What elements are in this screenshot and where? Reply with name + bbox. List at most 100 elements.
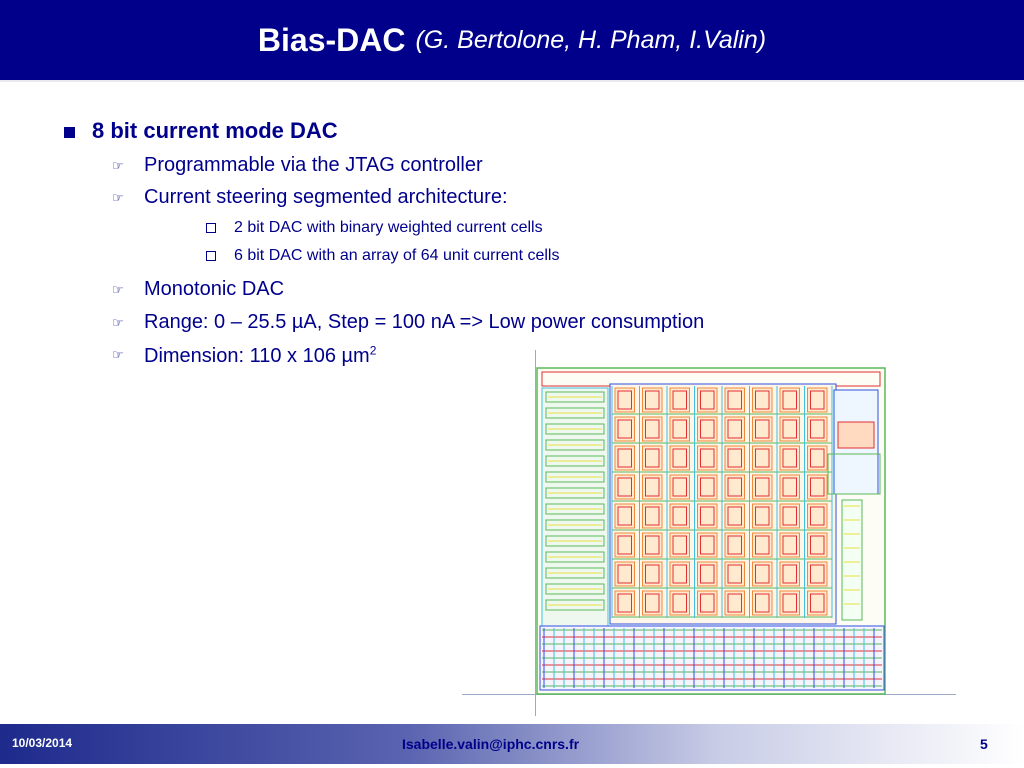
- layout-unit-inner: [810, 390, 825, 410]
- dac-layout-figure: [462, 350, 956, 716]
- layout-unit-inner: [782, 419, 797, 439]
- bullet-l3-unit: 6 bit DAC with an array of 64 unit curre…: [206, 247, 559, 265]
- layout-unit-inner: [810, 564, 825, 584]
- layout-unit-cell: [669, 387, 690, 413]
- bullet-l2-range: ☞ Range: 0 – 25.5 µA, Step = 100 nA => L…: [112, 311, 704, 334]
- hollow-square-icon: [206, 223, 216, 233]
- layout-unit-cell: [614, 590, 635, 616]
- bullet-text: 2 bit DAC with binary weighted current c…: [234, 219, 543, 236]
- layout-unit-inner: [617, 593, 632, 613]
- hand-pointer-icon: ☞: [112, 159, 124, 174]
- bullet-text: Dimension: 110 x 106 µm2: [144, 343, 377, 367]
- layout-unit-cell: [807, 532, 828, 558]
- layout-left-cell: [545, 599, 605, 611]
- layout-unit-cell: [697, 532, 718, 558]
- layout-left-cell: [545, 535, 605, 547]
- layout-unit-cell: [614, 445, 635, 471]
- layout-unit-cell: [752, 416, 773, 442]
- layout-unit-cell: [752, 445, 773, 471]
- layout-left-cell: [545, 439, 605, 451]
- layout-unit-cell: [807, 503, 828, 529]
- layout-unit-inner: [727, 506, 742, 526]
- layout-unit-cell: [779, 474, 800, 500]
- layout-unit-cell: [642, 561, 663, 587]
- layout-unit-inner: [617, 390, 632, 410]
- layout-unit-inner: [672, 564, 687, 584]
- layout-unit-cell: [614, 503, 635, 529]
- layout-unit-cell: [642, 416, 663, 442]
- layout-unit-cell: [724, 474, 745, 500]
- bullet-l3-binary: 2 bit DAC with binary weighted current c…: [206, 219, 543, 237]
- layout-unit-inner: [755, 448, 770, 468]
- layout-unit-cell: [807, 561, 828, 587]
- footer-bar: 10/03/2014 Isabelle.valin@iphc.cnrs.fr 5: [0, 724, 1024, 764]
- layout-unit-cell: [614, 532, 635, 558]
- layout-unit-inner: [645, 448, 660, 468]
- layout-unit-inner: [672, 535, 687, 555]
- bullet-l1-dac: 8 bit current mode DAC: [64, 118, 338, 144]
- footer-date: 10/03/2014: [12, 736, 73, 750]
- layout-unit-inner: [782, 477, 797, 497]
- dac-layout-image: [536, 367, 886, 695]
- bullet-text: Programmable via the JTAG controller: [144, 154, 483, 176]
- layout-unit-inner: [810, 448, 825, 468]
- layout-unit-cell: [752, 474, 773, 500]
- bullet-text: Current steering segmented architecture:: [144, 186, 508, 208]
- layout-unit-inner: [672, 448, 687, 468]
- layout-unit-cell: [642, 532, 663, 558]
- layout-right-cell: [827, 453, 881, 495]
- layout-left-cell: [545, 583, 605, 595]
- layout-unit-cell: [807, 474, 828, 500]
- layout-unit-cell: [614, 561, 635, 587]
- layout-unit-inner: [645, 535, 660, 555]
- layout-unit-inner: [672, 593, 687, 613]
- layout-unit-cell: [669, 445, 690, 471]
- layout-unit-inner: [672, 419, 687, 439]
- layout-unit-cell: [724, 561, 745, 587]
- layout-unit-inner: [617, 506, 632, 526]
- layout-unit-inner: [727, 564, 742, 584]
- layout-left-cell: [545, 503, 605, 515]
- layout-unit-cell: [669, 503, 690, 529]
- layout-left-cell: [545, 455, 605, 467]
- layout-unit-inner: [672, 390, 687, 410]
- layout-unit-cell: [752, 532, 773, 558]
- layout-unit-inner: [700, 477, 715, 497]
- layout-left-block: [541, 387, 609, 627]
- layout-unit-inner: [755, 564, 770, 584]
- layout-unit-inner: [700, 448, 715, 468]
- layout-unit-inner: [645, 506, 660, 526]
- layout-unit-cell: [697, 416, 718, 442]
- layout-unit-cell: [807, 445, 828, 471]
- hollow-square-icon: [206, 251, 216, 261]
- slide-authors: (G. Bertolone, H. Pham, I.Valin): [415, 25, 767, 54]
- layout-unit-inner: [700, 390, 715, 410]
- layout-unit-inner: [810, 535, 825, 555]
- layout-left-cell: [545, 423, 605, 435]
- layout-unit-inner: [672, 506, 687, 526]
- layout-unit-inner: [782, 506, 797, 526]
- layout-unit-cell: [642, 503, 663, 529]
- layout-unit-inner: [700, 506, 715, 526]
- layout-unit-cell: [779, 445, 800, 471]
- layout-unit-cell: [642, 590, 663, 616]
- layout-unit-cell: [697, 445, 718, 471]
- layout-unit-cell: [697, 474, 718, 500]
- layout-unit-inner: [645, 593, 660, 613]
- layout-unit-inner: [755, 477, 770, 497]
- layout-unit-cell: [669, 561, 690, 587]
- layout-unit-cell: [642, 474, 663, 500]
- layout-unit-inner: [755, 535, 770, 555]
- layout-unit-inner: [810, 506, 825, 526]
- layout-unit-inner: [727, 477, 742, 497]
- layout-unit-cell: [724, 532, 745, 558]
- layout-unit-inner: [617, 564, 632, 584]
- footer-email: Isabelle.valin@iphc.cnrs.fr: [402, 736, 580, 752]
- layout-unit-cell: [724, 503, 745, 529]
- layout-unit-cell: [642, 387, 663, 413]
- layout-unit-inner: [645, 477, 660, 497]
- layout-unit-inner: [645, 564, 660, 584]
- bullet-text: Monotonic DAC: [144, 278, 285, 300]
- layout-unit-inner: [810, 593, 825, 613]
